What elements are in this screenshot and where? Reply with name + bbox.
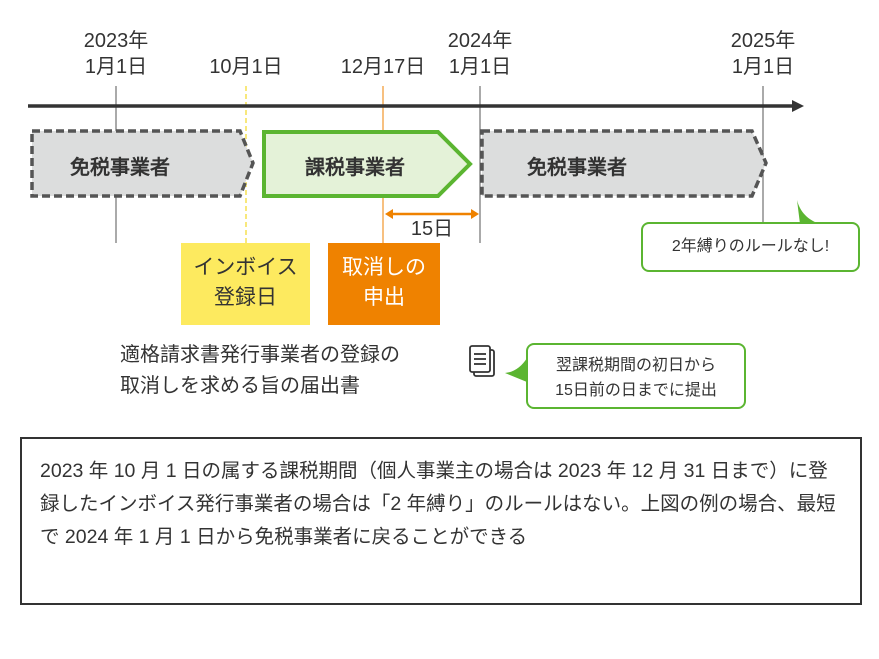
period-taxable: 課税事業者 bbox=[305, 157, 405, 179]
date-12-17: 12月17日 bbox=[340, 56, 426, 78]
period-taxable-shape bbox=[262, 130, 473, 198]
document-icon bbox=[469, 345, 495, 377]
bubble-tail bbox=[505, 358, 527, 382]
document-title: 適格請求書発行事業者の登録の取消しを求める旨の届出書 bbox=[120, 344, 400, 397]
explanation-note: 2023 年 10 月 1 日の属する課税期間（個人事業主の場合は 2023 年… bbox=[20, 437, 862, 605]
period-exempt-2-shape bbox=[480, 129, 768, 198]
cancel-request-marker: 取消しの申出 bbox=[328, 243, 440, 325]
invoice-registration-marker: インボイス登録日 bbox=[181, 243, 310, 325]
axis-arrowhead bbox=[792, 100, 804, 112]
date-10-01: 10月1日 bbox=[209, 56, 283, 78]
period-exempt-2: 免税事業者 bbox=[527, 157, 627, 179]
interval-label: 15日 bbox=[410, 218, 454, 240]
period-exempt-1: 免税事業者 bbox=[70, 157, 170, 179]
bubble-tail bbox=[797, 200, 820, 224]
no-two-year-rule-bubble: 2年縛りのルールなし! bbox=[641, 222, 860, 272]
period-exempt-1-shape bbox=[30, 129, 255, 198]
